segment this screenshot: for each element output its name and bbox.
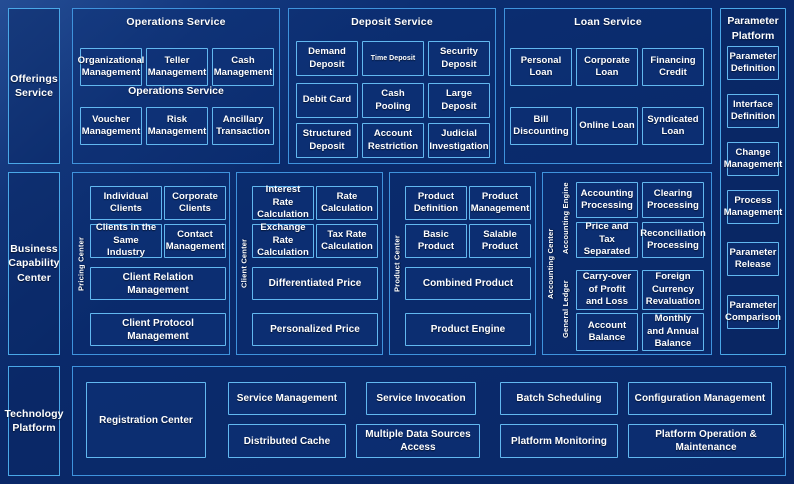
cell-accounting-processing[interactable]: Accounting Processing [576,182,638,218]
cell-product-engine[interactable]: Product Engine [405,313,531,346]
sidebar-business-capability-center[interactable]: Business Capability Center [8,172,60,355]
cell-platform-operation-maintenance[interactable]: Platform Operation & Maintenance [628,424,784,458]
cell-interest-rate-calculation[interactable]: Interest Rate Calculation [252,184,314,220]
cell-process-management[interactable]: Process Management [724,190,782,224]
cell-structured-deposit[interactable]: Structured Deposit [296,123,358,158]
cell-distributed-cache[interactable]: Distributed Cache [228,424,346,458]
cell-registration-center[interactable]: Registration Center [86,382,206,458]
cell-differentiated-price[interactable]: Differentiated Price [252,267,378,300]
cell-carry-over-of-profit-and-loss[interactable]: Carry-over of Profit and Loss [576,270,638,310]
cell-batch-scheduling[interactable]: Batch Scheduling [500,382,618,415]
general-ledger-vertical-label: General Ledger [561,280,570,338]
group-operations-service-title: Operations Service [126,16,226,28]
cell-large-deposit[interactable]: Large Deposit [428,83,490,118]
cell-demand-deposit[interactable]: Demand Deposit [296,41,358,76]
cell-basic-product[interactable]: Basic Product [405,224,467,258]
cell-interface-definition[interactable]: Interface Definition [727,94,779,128]
parameter-platform-title: Parameter Platform [720,14,786,44]
sidebar-technology-platform-label: Technology Platform [4,407,64,434]
cell-teller-management[interactable]: Teller Management [146,48,208,86]
cell-parameter-definition[interactable]: Parameter Definition [727,46,779,80]
cell-combined-product[interactable]: Combined Product [405,267,531,300]
cell-parameter-release[interactable]: Parameter Release [727,242,779,276]
cell-organizational-management[interactable]: Organizational Management [78,48,144,86]
cell-corporate-clients[interactable]: Corporate Clients [164,186,226,220]
accounting-engine-vertical-label: Accounting Engine [561,182,570,254]
cell-judicial-investigation[interactable]: Judicial Investigation [428,123,490,158]
cell-account-restriction[interactable]: Account Restriction [362,123,424,158]
group-loan-service-title: Loan Service [574,16,642,28]
cell-monthly-and-annual-balance[interactable]: Monthly and Annual Balance [642,313,704,351]
cell-service-invocation[interactable]: Service Invocation [366,382,476,415]
cell-ancillary-transaction[interactable]: Ancillary Transaction [212,107,274,145]
cell-exchange-rate-calculation[interactable]: Exchange Rate Calculation [252,222,314,258]
cell-personal-loan[interactable]: Personal Loan [510,48,572,86]
client-center-vertical-label: Client Center [239,238,249,289]
cell-reconciliation-processing[interactable]: Reconciliation Processing [640,222,706,258]
cell-rate-calculation[interactable]: Rate Calculation [316,186,378,220]
group-deposit-service-title: Deposit Service [351,16,433,28]
cell-online-loan[interactable]: Online Loan [576,107,638,145]
sidebar-offerings-service[interactable]: Offerings Service [8,8,60,164]
cell-corporate-loan[interactable]: Corporate Loan [576,48,638,86]
cell-salable-product[interactable]: Salable Product [469,224,531,258]
parameter-platform-title-line1: Parameter [727,15,779,27]
cell-account-balance[interactable]: Account Balance [576,313,638,351]
cell-service-management[interactable]: Service Management [228,382,346,415]
cell-contact-management[interactable]: Contact Management [164,224,226,258]
cell-personalized-price[interactable]: Personalized Price [252,313,378,346]
cell-price-and-tax-separated[interactable]: Price and Tax Separated [576,221,638,258]
cell-individual-clients[interactable]: Individual Clients [90,186,162,220]
cell-cash-pooling[interactable]: Cash Pooling [362,83,424,118]
cell-voucher-management[interactable]: Voucher Management [80,107,142,145]
cell-change-management[interactable]: Change Management [724,142,782,176]
product-center-vertical-label: Product Center [392,235,402,292]
cell-debit-card[interactable]: Debit Card [296,83,358,118]
cell-risk-management[interactable]: Risk Management [146,107,208,145]
cell-client-relation-management[interactable]: Client Relation Management [90,267,226,300]
cell-client-protocol-management[interactable]: Client Protocol Management [90,313,226,346]
cell-syndicated-loan[interactable]: Syndicated Loan [642,107,704,145]
stray-operations-service-label: Operations Service [128,85,224,97]
cell-platform-monitoring[interactable]: Platform Monitoring [500,424,618,458]
cell-financing-credit[interactable]: Financing Credit [642,48,704,86]
cell-product-definition[interactable]: Product Definition [405,186,467,220]
sidebar-technology-platform[interactable]: Technology Platform [4,366,63,476]
sidebar-business-capability-center-label: Business Capability Center [8,243,60,284]
cell-parameter-comparison[interactable]: Parameter Comparison [725,295,781,329]
cell-security-deposit[interactable]: Security Deposit [428,41,490,76]
cell-clients-in-the-same-industry[interactable]: Clients in the Same Industry [90,222,162,258]
cell-configuration-management[interactable]: Configuration Management [628,382,772,415]
cell-bill-discounting[interactable]: Bill Discounting [510,107,572,145]
sidebar-offerings-service-label: Offerings Service [10,72,58,99]
cell-cash-management[interactable]: Cash Management [212,48,274,86]
parameter-platform-title-line2: Platform [731,30,775,43]
cell-product-management[interactable]: Product Management [469,186,531,220]
cell-time-deposit[interactable]: Time Deposit [362,41,424,76]
cell-tax-rate-calculation[interactable]: Tax Rate Calculation [316,224,378,258]
accounting-center-vertical-label: Accounting Center [546,228,555,299]
pricing-center-vertical-label: Pricing Center [76,236,86,291]
cell-multiple-data-sources-access[interactable]: Multiple Data Sources Access [356,424,480,458]
cell-clearing-processing[interactable]: Clearing Processing [642,182,704,218]
cell-foreign-currency-revaluation[interactable]: Foreign Currency Revaluation [642,270,704,310]
